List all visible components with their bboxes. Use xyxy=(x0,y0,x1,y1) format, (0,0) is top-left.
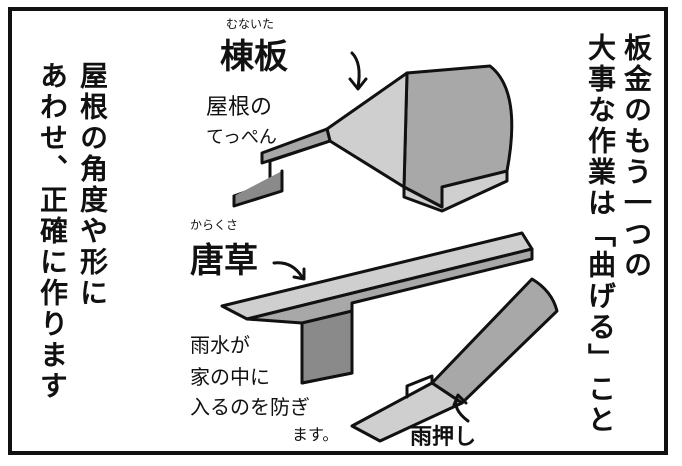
narration-right-col-2: 大事な作業は「曲げる」こと xyxy=(584,33,617,436)
karakusa-ruby: からくさ xyxy=(190,218,239,232)
narration-left-col-1: 屋根の角度や形に xyxy=(76,61,109,309)
narration-right-col-1: 板金のもう一つの xyxy=(620,33,653,281)
munaita-note-2: てっぺん xyxy=(206,127,277,148)
munaita-ruby: むないた xyxy=(226,17,275,31)
manga-panel: 板金のもう一つの 大事な作業は「曲げる」こと 屋根の角度や形に あわせ、正確に作… xyxy=(8,7,668,455)
karakusa-note-1: 雨水が xyxy=(190,333,250,357)
munaita-note-1: 屋根の xyxy=(206,95,273,120)
sheet-metal-illustration xyxy=(220,51,559,443)
arrow-amaoshi xyxy=(452,393,470,423)
karakusa-drawing xyxy=(220,231,534,385)
munaita-label: 棟板 xyxy=(220,37,288,77)
arrow-karakusa xyxy=(272,261,306,281)
karakusa-note-4: ます。 xyxy=(292,425,339,444)
karakusa-note-3: 入るのを防ぎ xyxy=(190,395,310,419)
karakusa-note-2: 家の中に xyxy=(190,365,270,389)
karakusa-label: 唐草 xyxy=(190,241,258,281)
amaoshi-label: 雨押し xyxy=(410,425,477,450)
arrow-munaita xyxy=(348,51,368,91)
narration-left-col-2: あわせ、正確に作ります xyxy=(36,61,69,402)
ridge-board-drawing xyxy=(232,64,514,213)
amaoshi-drawing xyxy=(350,277,559,443)
